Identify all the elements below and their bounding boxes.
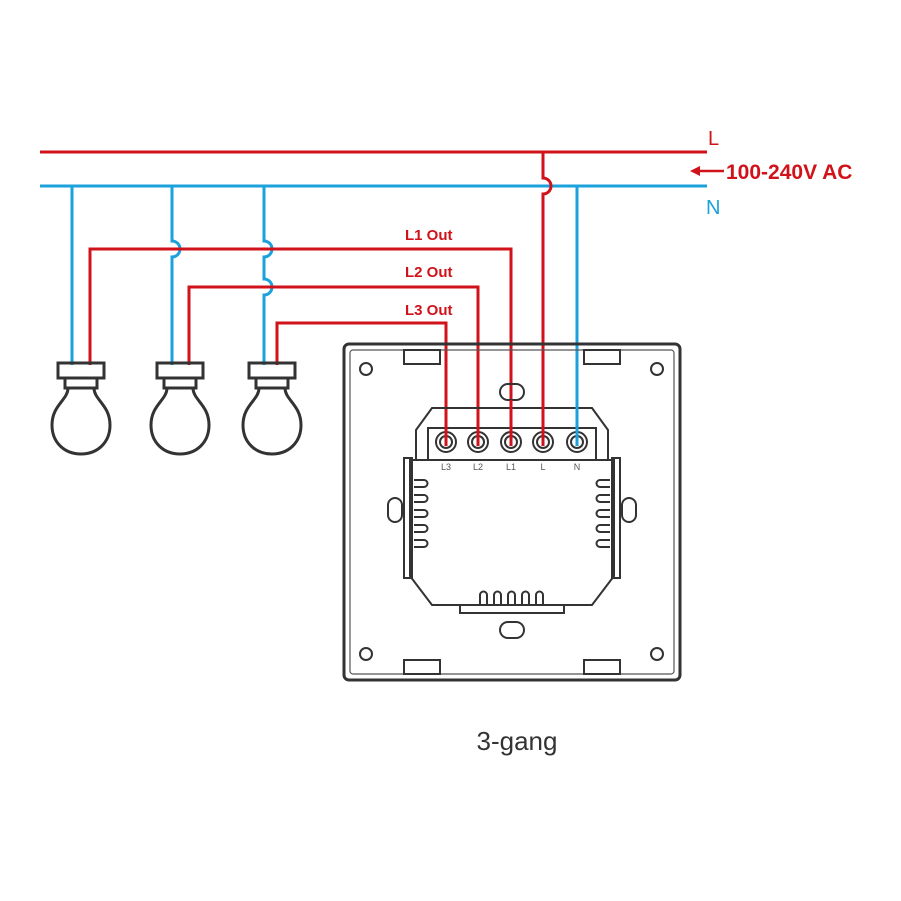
terminal-label-n: N xyxy=(574,462,581,472)
bulb-1-icon xyxy=(50,361,112,456)
l2-out-label: L2 Out xyxy=(405,264,453,281)
terminal-label-l: L xyxy=(540,462,545,472)
diagram-caption: 3-gang xyxy=(477,726,558,756)
l2-out-wire xyxy=(187,285,480,440)
neutral-drop-bulb-2 xyxy=(170,186,182,365)
live-label: L xyxy=(708,128,719,150)
bulb-3-icon xyxy=(241,361,303,456)
terminal-label-l3: L3 xyxy=(441,462,451,472)
left-arrow-icon xyxy=(690,166,724,176)
bulb-2-icon xyxy=(149,361,211,456)
switch-device xyxy=(342,342,682,682)
l3-out-label: L3 Out xyxy=(405,302,453,319)
neutral-label: N xyxy=(706,197,720,219)
terminal-label-l1: L1 xyxy=(506,462,516,472)
l1-out-label: L1 Out xyxy=(405,227,453,244)
live-feed-wire xyxy=(541,152,553,440)
l3-out-wire xyxy=(275,321,448,440)
terminal-label-l2: L2 xyxy=(473,462,483,472)
neutral-drop-bulb-3 xyxy=(262,186,274,365)
voltage-label: 100-240V AC xyxy=(726,161,852,184)
